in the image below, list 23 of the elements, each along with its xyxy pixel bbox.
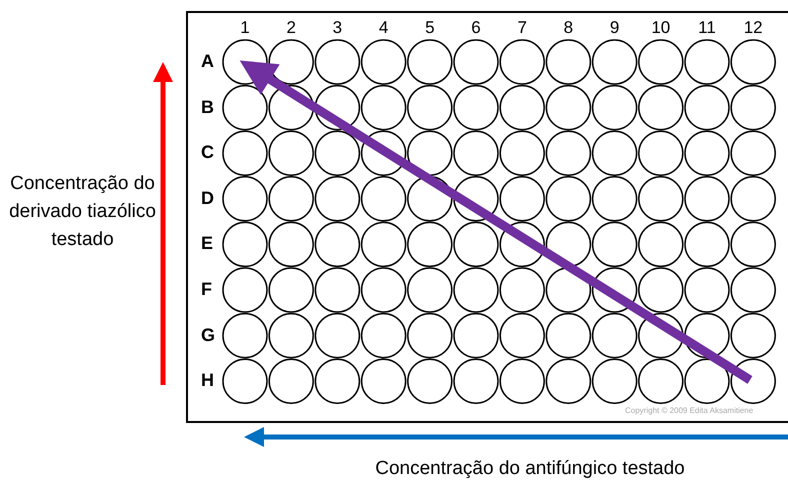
column-number: 10 — [650, 18, 672, 38]
axis-label: Concentração do derivado tiazólico testado — [8, 172, 157, 252]
column-number: 11 — [697, 18, 717, 38]
axis-label: Concentração do antifúngico testado — [374, 458, 686, 480]
column-number: 6 — [470, 18, 482, 38]
copyright-note: Copyright © 2009 Edita Aksamitiene — [625, 406, 754, 415]
row-letter: E — [201, 233, 214, 254]
column-number: 7 — [516, 18, 528, 38]
row-letter: D — [201, 188, 214, 209]
column-number: 9 — [608, 18, 620, 38]
column-number: 12 — [742, 18, 764, 38]
row-letter: F — [201, 279, 212, 300]
row-letter: H — [201, 370, 214, 392]
column-number: 1 — [239, 18, 251, 38]
row-letter: A — [201, 51, 214, 72]
row-letter: G — [201, 324, 216, 346]
column-number: 2 — [285, 18, 297, 38]
row-letter: B — [201, 96, 214, 118]
column-number: 4 — [378, 18, 390, 38]
column-number: 3 — [332, 18, 344, 38]
column-number: 5 — [424, 18, 436, 38]
row-letter: C — [201, 142, 214, 164]
column-number: 8 — [562, 18, 574, 38]
